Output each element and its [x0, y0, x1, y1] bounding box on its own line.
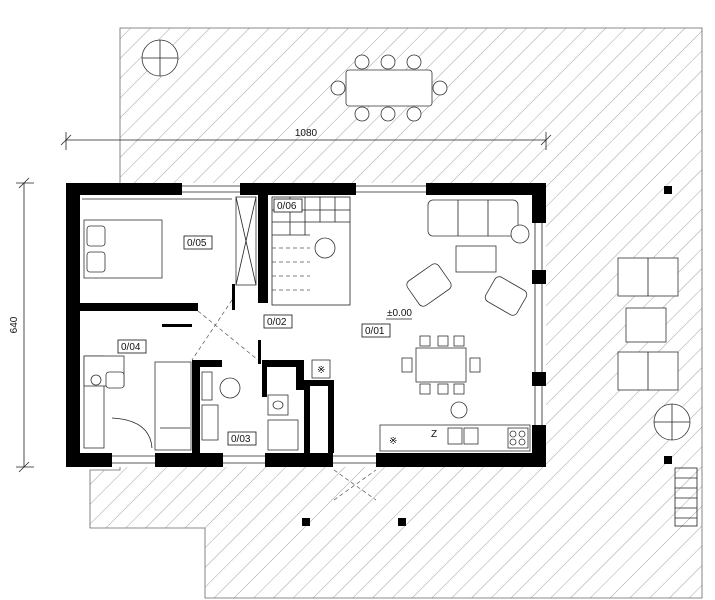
living-furniture: ※ Z [379, 199, 531, 452]
dimension-vertical: 640 [9, 177, 34, 473]
dimension-horizontal: 1080 [60, 128, 552, 150]
dimension-height-label: 640 [9, 316, 20, 333]
room-label-0-04: 0/04 [121, 342, 141, 353]
outdoor-furniture [141, 39, 698, 527]
utility-mark: ※ [317, 365, 325, 376]
kitchen-mark: ※ [389, 436, 397, 447]
windows [112, 185, 543, 464]
room-label-0-06: 0/06 [277, 201, 297, 212]
bathroom-fixtures: ※ [201, 359, 331, 451]
room-label-0-05: 0/05 [187, 238, 207, 249]
room-label-0-03: 0/03 [231, 434, 251, 445]
bedroom-furniture [82, 196, 257, 286]
exterior-walls [66, 183, 546, 467]
hall-guides [191, 299, 377, 501]
staircase [271, 196, 351, 306]
dimension-width-label: 1080 [295, 128, 318, 139]
floor-level-label: ±0.00 [387, 308, 412, 319]
room-label-0-01: 0/01 [365, 326, 385, 337]
interior-walls [80, 183, 334, 453]
room-labels: 0/01 0/02 0/03 0/04 0/05 0/06 ±0.00 [117, 198, 412, 446]
room-label-0-02: 0/02 [267, 317, 287, 328]
fridge-mark: Z [431, 429, 437, 440]
office-furniture [83, 355, 192, 451]
